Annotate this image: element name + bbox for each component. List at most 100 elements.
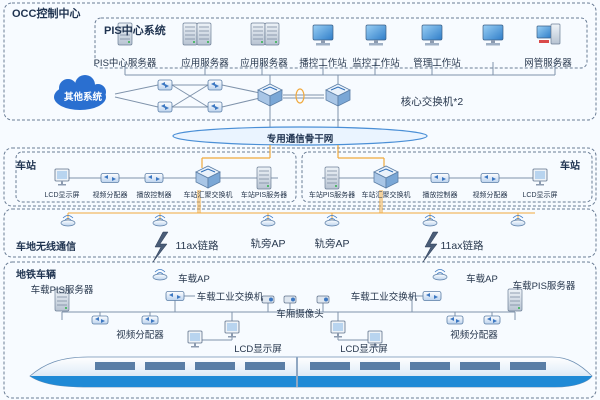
- video-distributor-icon: [446, 315, 464, 325]
- workstation-icon: [421, 24, 443, 46]
- lcd-display-icon: [532, 168, 548, 186]
- server-label: 播控工作站: [299, 58, 347, 69]
- train-frame: [3, 261, 597, 399]
- lcd-display-icon: [367, 330, 383, 348]
- station-device-label: 车站PIS服务器: [308, 192, 356, 199]
- vehicle-ap-icon: [152, 269, 168, 281]
- server-icon: [507, 288, 523, 312]
- link-aggregation-mark: [295, 88, 305, 104]
- vehicle-switch-icon: [422, 291, 442, 301]
- station-device-label: LCD显示屏: [44, 192, 80, 199]
- server-icon: [264, 22, 280, 46]
- core-switch-icon: [195, 165, 221, 189]
- train-switch-left-label: 车载工业交换机: [196, 292, 264, 303]
- trackside-ap-icon: [60, 215, 76, 227]
- server-icon: [117, 22, 133, 46]
- vehicle-ap-left-label: 车载AP: [178, 274, 210, 285]
- lcd-left-label: LCD显示屏: [234, 344, 282, 355]
- backbone-ring: [172, 126, 428, 146]
- train-body: [29, 356, 593, 388]
- video-distributor-icon: [91, 315, 109, 325]
- server-label: 管理工作站: [413, 58, 461, 69]
- pis-center-title: PIS中心系统: [104, 25, 166, 37]
- video-distributor-icon: [141, 315, 159, 325]
- pis-center-frame: [94, 17, 588, 69]
- workstation-icon: [482, 24, 504, 46]
- camera-icon: [316, 295, 330, 304]
- video-dist-right-label: 视频分配器: [450, 330, 498, 341]
- vehicle-pis-left-label: 车载PIS服务器: [30, 285, 94, 296]
- trackside-ap-icon: [510, 215, 526, 227]
- playback-controller-icon: [430, 173, 450, 183]
- server-label: 监控工作站: [352, 58, 400, 69]
- other-systems-label: 其他系统: [63, 92, 103, 103]
- lcd-right-label: LCD显示屏: [340, 344, 388, 355]
- lcd-display-icon: [224, 320, 240, 338]
- core-switch-icon: [325, 83, 351, 107]
- lcd-display-icon: [187, 330, 203, 348]
- vehicle-ap-right-label: 车载AP: [466, 274, 498, 285]
- vehicle-pis-right-label: 车载PIS服务器: [512, 281, 576, 292]
- server-icon: [324, 166, 340, 190]
- station-device-label: 车站汇聚交换机: [183, 192, 233, 199]
- playback-controller-icon: [144, 173, 164, 183]
- core-switch-icon: [257, 83, 283, 107]
- ap-right-label: 轨旁AP: [314, 238, 350, 250]
- access-switch-icon: [207, 101, 223, 113]
- access-switch-icon: [157, 79, 173, 91]
- station-device-label: 车站汇聚交换机: [361, 192, 411, 199]
- camera-icon: [261, 295, 275, 304]
- video-dist-left-label: 视频分配器: [116, 330, 164, 341]
- video-distributor-icon: [483, 315, 501, 325]
- access-switch-icon: [157, 101, 173, 113]
- workstation-icon: [312, 24, 334, 46]
- link-right-label: 11ax链路: [440, 240, 484, 252]
- device-icons: [54, 22, 561, 348]
- train-switch-right-label: 车载工业交换机: [350, 292, 418, 303]
- trackside-ap-icon: [152, 215, 168, 227]
- uplinks-station-trackside: [67, 190, 535, 220]
- trackside-ap-icon: [422, 215, 438, 227]
- video-distributor-icon: [100, 173, 120, 183]
- ap-left-label: 轨旁AP: [250, 238, 286, 250]
- server-icon: [256, 166, 272, 190]
- station-device-label: LCD显示屏: [522, 192, 558, 199]
- lcd-display-icon: [330, 320, 346, 338]
- backbone-label: 专用通信骨干网: [266, 134, 334, 145]
- occ-title: OCC控制中心: [12, 8, 81, 20]
- camera-icon: [283, 295, 297, 304]
- station-device-label: 车站PIS服务器: [240, 192, 288, 199]
- station-device-label: 播放控制器: [422, 192, 458, 199]
- wireless-title: 车地无线通信: [16, 242, 76, 253]
- other-systems-cloud: [54, 75, 106, 110]
- station-frame: [3, 147, 597, 207]
- link-left-label: 11ax链路: [175, 240, 219, 252]
- server-label: 网管服务器: [524, 58, 572, 69]
- station-device-label: 视频分配器: [92, 192, 128, 199]
- server-icon: [182, 22, 198, 46]
- vehicle-switch-icon: [165, 291, 185, 301]
- trackside-ap-icon: [260, 215, 276, 227]
- server-icon: [196, 22, 212, 46]
- occ-frame: [3, 2, 597, 121]
- lcd-display-icon: [54, 168, 70, 186]
- station-left-title: 车站: [16, 161, 36, 172]
- station-right-title: 车站: [560, 161, 580, 172]
- server-icon: [250, 22, 266, 46]
- workstation-icon: [365, 24, 387, 46]
- access-switch-icon: [207, 79, 223, 91]
- trackside-ap-icon: [324, 215, 340, 227]
- server-label: 应用服务器: [240, 58, 288, 69]
- server-label: 应用服务器: [181, 58, 229, 69]
- uplinks-backbone-station: [201, 145, 385, 168]
- wireless-frame: [3, 208, 597, 258]
- camera-label: 车厢摄像头: [276, 309, 324, 320]
- server-label: PIS中心服务器: [93, 58, 157, 69]
- server-icon: [54, 288, 70, 312]
- station-device-label: 播放控制器: [136, 192, 172, 199]
- network-management-server-icon: [536, 23, 561, 45]
- wireless-bolts: [152, 231, 439, 263]
- station-device-label: 视频分配器: [472, 192, 508, 199]
